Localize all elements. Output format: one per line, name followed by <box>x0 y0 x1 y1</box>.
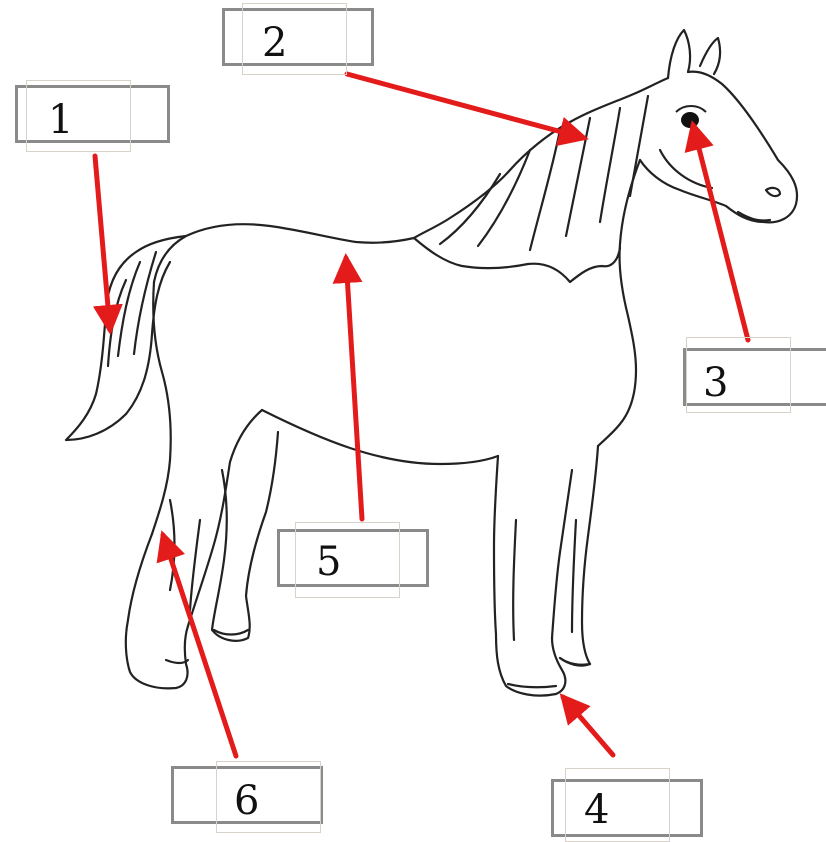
label-box-3-inner <box>686 337 791 413</box>
arrow-4 <box>559 693 616 758</box>
label-box-2-inner <box>242 3 347 75</box>
label-box-5[interactable]: 5 <box>277 522 429 598</box>
head-outline <box>638 70 799 224</box>
chest <box>596 368 638 448</box>
hind-leg-front <box>186 408 264 628</box>
front-leg-near <box>492 454 567 697</box>
mouth <box>736 210 772 222</box>
label-box-2[interactable]: 2 <box>222 3 374 75</box>
mane-lower <box>412 236 622 284</box>
label-box-5-inner <box>295 522 400 598</box>
label-box-6[interactable]: 6 <box>171 761 323 833</box>
ear-left <box>666 28 692 80</box>
label-number-2: 2 <box>262 20 288 66</box>
label-box-6-inner <box>216 761 321 833</box>
label-box-3[interactable]: 3 <box>683 337 826 413</box>
back-line <box>152 223 416 284</box>
cheek <box>658 148 714 190</box>
tail-outline <box>64 234 188 442</box>
ear-right <box>698 36 722 76</box>
belly-line <box>260 408 500 466</box>
label-box-4-inner <box>565 768 670 842</box>
arrow-2 <box>344 71 589 146</box>
mane-outline <box>412 76 670 240</box>
arrow-6 <box>156 530 239 759</box>
label-number-3: 3 <box>703 360 729 406</box>
label-number-5: 5 <box>316 539 342 585</box>
label-box-1[interactable]: 1 <box>15 80 170 152</box>
label-number-6: 6 <box>234 778 260 824</box>
hindquarter <box>150 280 172 536</box>
label-number-4: 4 <box>584 787 610 833</box>
hind-leg-far <box>210 430 280 642</box>
label-box-1-inner <box>26 80 131 152</box>
arrow-1 <box>92 153 123 335</box>
neck-front <box>618 158 642 372</box>
label-number-1: 1 <box>48 97 74 143</box>
nostril <box>764 186 782 198</box>
arrow-3 <box>684 120 751 343</box>
arrow-5 <box>332 253 365 522</box>
label-box-4[interactable]: 4 <box>551 768 703 842</box>
